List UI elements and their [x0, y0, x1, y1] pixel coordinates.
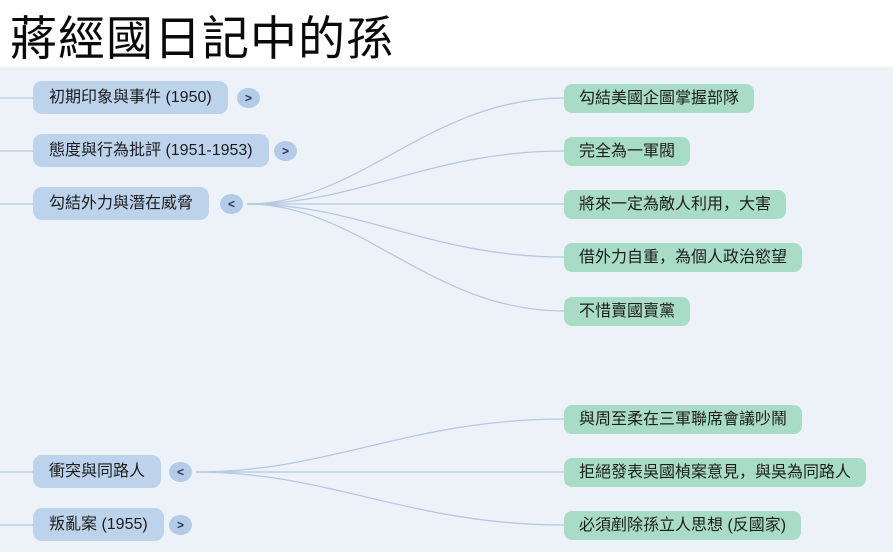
- leaf-node-betray-country-party[interactable]: 不惜賣國賣黨: [564, 297, 691, 326]
- collapse-toggle-conflicts-fellow-travelers[interactable]: <: [169, 462, 192, 482]
- leaf-node-political-ambition[interactable]: 借外力自重，為個人政治慾望: [564, 243, 803, 272]
- expand-toggle-initial-impressions[interactable]: >: [237, 88, 260, 108]
- leaf-node-quarrel-joint-meeting[interactable]: 與周至柔在三軍聯席會議吵鬧: [564, 405, 803, 434]
- branch-node-attitude-criticism[interactable]: 態度與行為批評 (1951-1953): [33, 134, 269, 167]
- branch-node-initial-impressions[interactable]: 初期印象與事件 (1950): [33, 81, 228, 114]
- leaf-node-collude-us-army[interactable]: 勾結美國企圖掌握部隊: [564, 84, 755, 113]
- expand-toggle-rebellion-case[interactable]: >: [169, 515, 192, 535]
- expand-toggle-attitude-criticism[interactable]: >: [274, 141, 297, 161]
- leaf-node-warlord[interactable]: 完全為一軍閥: [564, 137, 691, 166]
- leaf-node-eradicate-sun-thought[interactable]: 必須剷除孫立人思想 (反國家): [564, 511, 802, 540]
- collapse-toggle-foreign-collusion[interactable]: <: [220, 194, 243, 214]
- branch-node-foreign-collusion[interactable]: 勾結外力與潛在威脅: [33, 187, 210, 220]
- leaf-node-used-by-enemy[interactable]: 將來一定為敵人利用，大害: [564, 190, 787, 219]
- connector-lines: [0, 97, 565, 526]
- page-title: 蔣經國日記中的孫: [10, 14, 394, 66]
- mindmap-canvas[interactable]: 初期印象與事件 (1950) > 態度與行為批評 (1951-1953) > 勾…: [0, 67, 893, 552]
- branch-node-rebellion-case[interactable]: 叛亂案 (1955): [33, 508, 164, 541]
- branch-node-conflicts-fellow-travelers[interactable]: 衝突與同路人: [33, 455, 162, 488]
- leaf-node-wu-kuo-chen-case[interactable]: 拒絕發表吳國楨案意見，與吳為同路人: [564, 458, 867, 487]
